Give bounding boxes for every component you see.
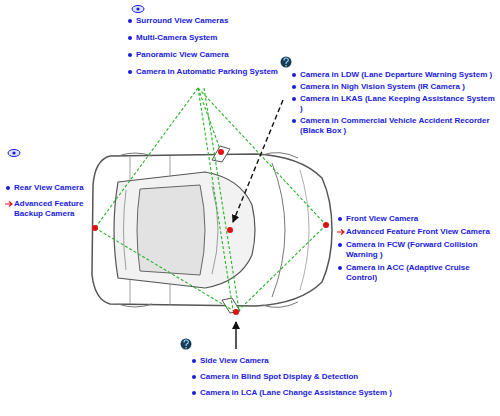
- bullet-dot: [292, 85, 296, 89]
- feature-label: Multi-Camera System: [136, 33, 347, 43]
- feature-label: Side View Camera: [200, 356, 491, 366]
- icon-center: [12, 151, 15, 154]
- feature-label: Camera in FCW (Forward Collision Warning…: [346, 240, 497, 260]
- bullet-dot: [292, 73, 296, 77]
- question-icon: [281, 57, 292, 68]
- label-list: Front View CameraAdvanced Feature Front …: [337, 214, 497, 283]
- question-dot: [185, 347, 187, 349]
- feature-label: Advanced Feature Backup Camera: [14, 199, 89, 219]
- list-item: Camera in LDW (Lane Departure Warning Sy…: [291, 70, 497, 80]
- view-line: [198, 88, 326, 225]
- label-list: Rear View CameraAdvanced Feature Backup …: [5, 183, 89, 219]
- feature-label: Front View Camera: [346, 214, 497, 224]
- feature-label: Camera in Nigh Vision System (IR Camera …: [300, 82, 497, 92]
- red-arrow-stroke: [337, 230, 344, 235]
- feature-label: Camera in LDW (Lane Departure Warning Sy…: [300, 70, 497, 80]
- icon-center: [136, 7, 139, 10]
- red-arrow-bullet: [5, 201, 13, 207]
- view-line: [204, 88, 239, 310]
- bullet-dot: [128, 70, 132, 74]
- bullet-dot: [192, 391, 196, 395]
- feature-label: Surround View Cameras: [136, 16, 347, 26]
- feature-label: Advanced Feature Front View Camera: [346, 227, 497, 237]
- feature-label: Camera in LKAS (Lane Keeping Assistance …: [300, 94, 497, 114]
- camera-dot: [218, 149, 224, 155]
- list-item: Camera in Nigh Vision System (IR Camera …: [291, 82, 497, 92]
- pointer-arrow: [235, 322, 236, 349]
- bullet-dot: [338, 266, 342, 270]
- bullet-dot: [192, 359, 196, 363]
- feature-label: Camera in Commercial Vehicle Accident Re…: [300, 116, 497, 136]
- question-icon: [181, 339, 192, 350]
- bullet-dot: [192, 375, 196, 379]
- list-item: Side View Camera: [191, 356, 491, 366]
- list-item: Camera in LKAS (Lane Keeping Assistance …: [291, 94, 497, 114]
- view-line: [95, 88, 198, 228]
- bullet-dot: [338, 217, 342, 221]
- list-item: Rear View Camera: [5, 183, 89, 193]
- pointer-arrow: [233, 100, 283, 222]
- list-item: Multi-Camera System: [127, 33, 347, 43]
- red-arrow-stroke: [5, 202, 12, 207]
- car-greenhouse: [114, 172, 255, 288]
- feature-label: Camera in Blind Spot Display & Detection: [200, 372, 491, 382]
- list-item: Camera in FCW (Forward Collision Warning…: [337, 240, 497, 260]
- bullet-dot: [292, 97, 296, 101]
- camera-dot: [323, 222, 329, 228]
- label-list: Surround View CamerasMulti-Camera System…: [127, 16, 347, 77]
- feature-label: Camera in ACC (Adaptive Cruise Control): [346, 263, 497, 283]
- list-item: Advanced Feature Backup Camera: [5, 199, 89, 219]
- camera-dot: [233, 309, 239, 315]
- icon-circle: [181, 339, 192, 350]
- icon-ring: [132, 6, 144, 13]
- list-item: Panoramic View Camera: [127, 50, 347, 60]
- list-item: Camera in Blind Spot Display & Detection: [191, 372, 491, 382]
- question-mark: [284, 58, 288, 64]
- list-item: Camera in LCA (Lane Change Assistance Sy…: [191, 388, 491, 398]
- bullet-dot: [128, 53, 132, 57]
- view-line: [238, 225, 326, 311]
- feature-label: Camera in LCA (Lane Change Assistance Sy…: [200, 388, 491, 398]
- bullet-dot: [128, 36, 132, 40]
- camera-dot: [227, 227, 233, 233]
- bullet-dot: [292, 119, 296, 123]
- hood-line: [272, 163, 285, 297]
- wheel-arch: [118, 153, 298, 308]
- label-list: Camera in LDW (Lane Departure Warning Sy…: [291, 70, 497, 136]
- bullet-dot: [6, 186, 10, 190]
- camera-icon: [8, 150, 20, 157]
- rear-window-line: [124, 190, 127, 270]
- view-line: [198, 88, 233, 310]
- feature-label: Panoramic View Camera: [136, 50, 347, 60]
- car-roof: [137, 185, 205, 275]
- bullet-dot: [128, 19, 132, 23]
- view-line: [95, 228, 234, 311]
- icon-ring: [8, 150, 20, 157]
- door-seam: [130, 156, 170, 305]
- list-item: Advanced Feature Front View Camera: [337, 227, 497, 237]
- hood-line: [300, 170, 309, 290]
- question-mark: [184, 340, 188, 346]
- feature-label: Rear View Camera: [14, 183, 89, 193]
- list-item: Camera in Commercial Vehicle Accident Re…: [291, 116, 497, 136]
- label-list: Side View CameraCamera in Blind Spot Dis…: [191, 356, 491, 398]
- question-dot: [285, 65, 287, 67]
- list-item: Front View Camera: [337, 214, 497, 224]
- camera-icon: [132, 6, 144, 13]
- car-body: [92, 154, 332, 306]
- camera-view-lines: [95, 88, 326, 311]
- red-arrow-bullet: [337, 229, 345, 235]
- icon-circle: [281, 57, 292, 68]
- camera-dot: [92, 225, 98, 231]
- list-item: Surround View Cameras: [127, 16, 347, 26]
- list-item: Camera in ACC (Adaptive Cruise Control): [337, 263, 497, 283]
- bullet-dot: [338, 243, 342, 247]
